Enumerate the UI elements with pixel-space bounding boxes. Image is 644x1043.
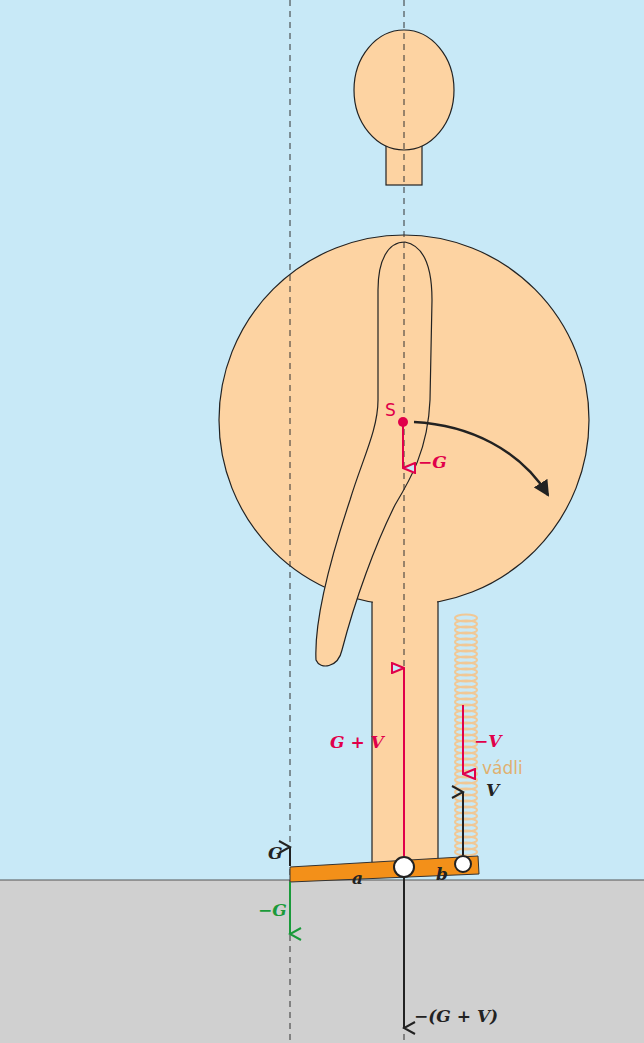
force-label: −(G + V)	[414, 1008, 498, 1025]
coil-loop	[455, 849, 477, 856]
force-label: S	[385, 402, 396, 419]
force-label: −V	[474, 733, 501, 750]
force-arrow	[403, 877, 405, 1028]
force-arrow	[403, 668, 405, 856]
force-label: −G	[418, 454, 447, 471]
rotation-arrow	[414, 422, 548, 495]
leg	[372, 580, 438, 863]
dashed-line	[290, 0, 291, 1043]
arm	[316, 242, 432, 666]
force-label: G	[268, 845, 283, 862]
ground	[0, 880, 644, 1043]
joint	[455, 856, 471, 872]
force-label: vádli	[482, 760, 523, 777]
dashed-line	[404, 0, 405, 1043]
pivot	[394, 857, 414, 877]
force-arrow	[462, 792, 464, 855]
force-arrow	[289, 847, 291, 866]
force-label: G + V	[330, 734, 384, 751]
force-label: a	[352, 870, 363, 887]
leg-join	[373, 596, 437, 616]
foot-lever	[290, 856, 479, 882]
force-label: V	[486, 782, 499, 799]
force-label: b	[436, 866, 448, 883]
force-arrow	[462, 705, 464, 774]
spring-coil	[455, 615, 477, 856]
force-label: −G	[258, 902, 287, 919]
force-arrow	[289, 882, 291, 934]
center-of-mass	[398, 417, 408, 427]
force-arrow	[402, 426, 404, 468]
